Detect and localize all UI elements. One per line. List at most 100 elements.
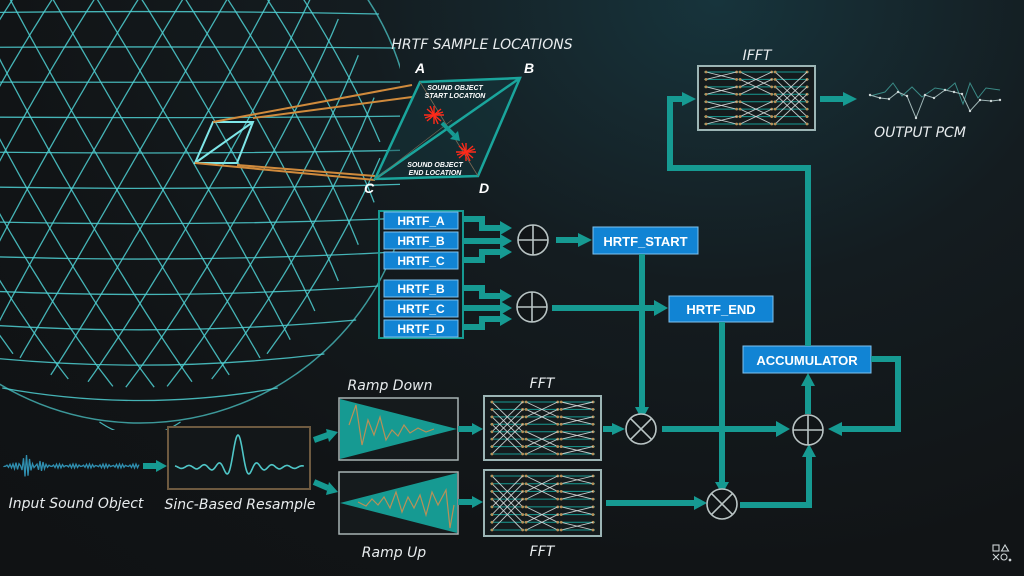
butterfly-frame: [697, 65, 816, 131]
sphere-latitude-line: [0, 285, 380, 296]
sphere-latitude-line: [0, 217, 400, 225]
corner-label-b: B: [524, 60, 534, 76]
input-waveform-trace: [3, 454, 140, 477]
playstation-shapes-icon: [992, 543, 1012, 562]
output-pcm-sample-point: [989, 99, 993, 103]
sphere-latitude-line: [0, 46, 396, 49]
sphere-diagonal-line: [185, 0, 339, 282]
output-pcm-sample-point: [905, 94, 909, 98]
hrtf-item-hrtf-a: HRTF_A: [383, 211, 459, 230]
sphere-diagonal-line: [0, 0, 53, 88]
movement-arrow-icon: [440, 121, 460, 141]
end-location-label-2: END LOCATION: [409, 170, 463, 177]
hrtf-sample-locations-title: HRTF SAMPLE LOCATIONS: [391, 37, 572, 53]
hrtf-item-hrtf-b: HRTF_B: [383, 231, 459, 250]
sphere-latitude-line: [0, 10, 380, 15]
input-sound-waveform: [3, 454, 140, 477]
flow-to-ramp-up: [312, 479, 330, 491]
sphere-diagonal-line: [9, 0, 230, 376]
sphere-sample-triangle: [193, 121, 255, 164]
ramp-down-label: Ramp Down: [348, 378, 433, 394]
ramp-down-box: [338, 397, 459, 461]
sphere-diagonal-line: [227, 0, 359, 246]
projection-rays: [194, 84, 413, 181]
fft-top-label: FFT: [530, 376, 556, 392]
hrtf-item-label: HRTF_A: [397, 214, 445, 228]
sphere-latitude-line: [2, 387, 278, 402]
sphere-diagonal-line: [0, 212, 114, 387]
sinc-waveform: [174, 434, 305, 475]
output-pcm-sample-point: [943, 88, 947, 92]
output-pcm-sample-point: [868, 93, 872, 97]
sphere-outline: [0, 0, 400, 424]
hrtf-item-label: HRTF_B: [397, 282, 445, 296]
flow-to-ramp-down: [312, 432, 330, 443]
sphere-diagonal-line: [87, 0, 311, 383]
corner-label-a: A: [414, 60, 425, 76]
hrtf-list-container: [378, 210, 464, 339]
output-pcm-sample-point: [932, 96, 936, 100]
corner-label-c: C: [364, 180, 375, 196]
input-sound-object-label: Input Sound Object: [9, 496, 144, 512]
sphere-diagonal-line: [19, 0, 228, 359]
sphere-diagonal-line: [303, 0, 381, 143]
output-pcm-sample-point: [923, 93, 927, 97]
flow-accumulator-to-ifft: [667, 96, 811, 346]
hrtf-end-label: HRTF_END: [686, 302, 755, 317]
output-pcm-sample-point: [978, 98, 982, 102]
sphere-latitude-line: [0, 115, 400, 119]
hrtf-start-box: HRTF_START: [592, 226, 699, 255]
sphere-latitude-line: [0, 353, 325, 366]
fft-top-butterfly: [483, 395, 602, 461]
output-pcm-sample-point: [887, 97, 891, 101]
hrtf-item-label: HRTF_D: [397, 322, 445, 336]
sphere-latitude-line: [0, 319, 357, 331]
sphere-diagonal-line: [96, 0, 291, 340]
sphere-diagonal-line: [141, 0, 316, 312]
hrtf-sphere-wireframe: [0, 0, 400, 430]
accumulator-box: ACCUMULATOR: [742, 345, 872, 374]
sum-start-operator-icon: [517, 224, 549, 256]
output-pcm-waveform: [868, 81, 1002, 120]
flow-mul-bottom-to-sum: [740, 455, 812, 508]
output-pcm-label: OUTPUT PCM: [874, 125, 966, 141]
sphere-diagonal-line: [0, 279, 69, 380]
start-location-label-2: START LOCATION: [425, 93, 487, 100]
butterfly-frame: [483, 469, 602, 537]
corner-label-d: D: [479, 180, 489, 196]
output-pcm-sample-point: [952, 90, 956, 94]
output-pcm-sample-point: [914, 116, 918, 120]
hrtf-connectors: [462, 216, 512, 330]
end-location-marker-icon: [456, 142, 476, 162]
start-location-label-1: SOUND OBJECT: [427, 85, 483, 92]
sphere-latitude-line: [0, 149, 400, 154]
start-location-marker-icon: [424, 105, 444, 125]
output-pcm-sample-point: [896, 90, 900, 94]
sphere-diagonal-line: [0, 0, 13, 21]
sphere-diagonal-line: [0, 0, 184, 322]
end-location-label-1: SOUND OBJECT: [407, 162, 463, 169]
ifft-butterfly: [697, 65, 816, 131]
flow-accumulator-feedback: [840, 356, 901, 432]
sinc-resample-box: [167, 426, 311, 490]
multiply-bottom-operator-icon: [706, 488, 738, 520]
hrtf-item-hrtf-b: HRTF_B: [383, 279, 459, 298]
sphere-diagonal-line: [0, 0, 95, 162]
hrtf-item-label: HRTF_B: [397, 234, 445, 248]
sphere-diagonal-line: [211, 97, 375, 380]
sphere-latitude-line: [0, 251, 396, 260]
sphere-latitude-line: [0, 183, 400, 190]
sum-accumulate-operator-icon: [792, 414, 824, 446]
output-pcm-sample-point: [968, 109, 972, 113]
hrtf-end-box: HRTF_END: [668, 295, 774, 323]
butterfly-frame: [483, 395, 602, 461]
sphere-diagonal-line: [0, 138, 155, 388]
output-pcm-sample-point: [960, 92, 964, 96]
sphere-diagonal-line: [125, 18, 339, 388]
sum-end-operator-icon: [516, 291, 548, 323]
multiply-top-operator-icon: [625, 413, 657, 445]
sphere-diagonal-line: [0, 0, 139, 242]
hrtf-item-hrtf-c: HRTF_C: [383, 299, 459, 318]
accumulator-label: ACCUMULATOR: [756, 353, 858, 368]
